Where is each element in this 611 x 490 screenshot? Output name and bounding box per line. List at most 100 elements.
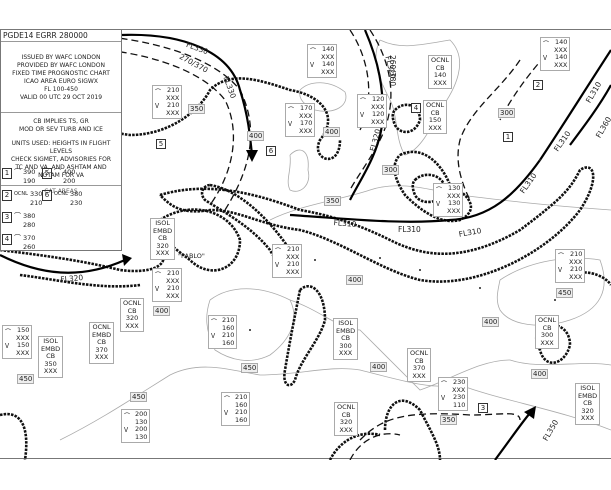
cb-line: XXX	[580, 414, 595, 422]
icing-icon: ᐯ	[124, 427, 129, 434]
turbulence-level: XXX	[321, 52, 335, 61]
cat-id: 2	[2, 190, 12, 201]
chart-id: PGDE14 EGRR 280000	[1, 30, 121, 42]
cat-bottom: 190	[23, 177, 36, 185]
cb-line: XXX	[339, 425, 353, 434]
icing-icon: ᐯ	[155, 286, 160, 293]
cat-top: 380	[69, 190, 83, 198]
cat-id: 6	[42, 190, 52, 201]
turbulence-level: 230	[452, 378, 466, 386]
turbulence-icon: ⌒	[155, 272, 162, 279]
note-line: CHECK SIGMET, ADVISORIES FOR	[10, 156, 111, 163]
icing-level: XXX	[166, 108, 180, 117]
icing-level: 140	[554, 53, 568, 61]
cat-top: 380	[23, 212, 36, 220]
coast-europe	[269, 185, 611, 221]
cat-top: 370	[23, 234, 36, 242]
note-line: TC AND VA, AND ASHTAM AND	[15, 164, 107, 171]
cb-line: XXX	[125, 321, 139, 330]
cb-line: XXX	[94, 353, 109, 361]
cat-area-marker: 2	[533, 80, 543, 90]
cb-line: CB	[341, 410, 351, 419]
turbulence-icon: ⌒	[441, 381, 448, 388]
turbulence-level: XXX	[569, 257, 583, 266]
icing-icon: ᐯ	[275, 262, 280, 269]
note-line: NOTAM FOR VA	[38, 172, 84, 179]
icing-level: XXX	[371, 117, 385, 126]
turbulence-level: XXX	[286, 252, 300, 261]
cb-line: OCNL	[426, 101, 445, 109]
icing-level: XXX	[166, 291, 180, 300]
turbulence-icon: ⌒	[436, 187, 443, 194]
cb-line: 300	[339, 341, 352, 350]
note-line: UNITS USED: HEIGHTS IN FLIGHT LEVELS	[11, 140, 111, 155]
turbulence-level: 120	[371, 95, 385, 103]
turbulence-level: 160	[222, 323, 235, 332]
icing-level: 210	[166, 101, 180, 109]
turbulence-level: 210	[286, 245, 300, 253]
cb-line: CB	[414, 356, 424, 365]
map-canvas	[0, 30, 611, 460]
position-dots	[249, 159, 556, 331]
icing-level: 210	[286, 260, 300, 268]
cb-line: EMBD	[41, 344, 61, 353]
turbulence-icon: ⌒	[14, 234, 21, 242]
cb-line: CB	[97, 338, 107, 346]
icing-level: 230	[452, 393, 466, 401]
jet-level-label: FL310	[398, 225, 421, 234]
tropopause-height: 350	[188, 104, 206, 114]
notes: CB IMPLIES TS, GR MOD OR SEV TURB AND IC…	[1, 113, 121, 186]
tropopause-height: 400	[531, 369, 549, 379]
tropopause-height: 300	[382, 165, 400, 175]
cb-line: CB	[430, 108, 440, 117]
cb-line: OCNL	[431, 56, 450, 64]
turbulence-level: 150	[16, 326, 30, 334]
cb-line: XXX	[155, 249, 170, 257]
cat-area-marker: 4	[411, 103, 421, 113]
turbulence-level: XXX	[299, 111, 313, 120]
cb-area-italy-west	[283, 284, 327, 387]
turbulence-icon: ⌒	[543, 41, 550, 48]
icing-level: XXX	[321, 67, 335, 76]
icing-level: 110	[452, 400, 466, 409]
tropopause-height: 400	[346, 275, 364, 285]
tropopause-height: 300	[498, 108, 516, 118]
turbulence-level: 140	[554, 38, 568, 46]
cat-area-marker: 5	[156, 139, 166, 149]
cb-line: OCNL	[123, 299, 142, 307]
issued-line: FIXED TIME PROGNOSTIC CHART	[12, 70, 110, 77]
turbulence-level: 210	[166, 269, 180, 277]
turbulence-icon: ⌒	[211, 319, 218, 326]
turbulence-level: 130	[135, 417, 148, 426]
cb-line: CB	[127, 306, 137, 315]
cb-line: XXX	[433, 78, 447, 87]
icing-icon: ᐯ	[360, 112, 365, 119]
issued-line: ISSUED BY WAFC LONDON	[21, 54, 101, 61]
turbulence-level: XXX	[452, 385, 466, 394]
turbulence-level: 160	[235, 400, 248, 409]
icing-level: 130	[447, 199, 461, 207]
turbulence-level: XXX	[371, 102, 385, 111]
cb-line: 320	[581, 406, 594, 415]
turbulence-icon: ⌒	[14, 168, 21, 176]
jet-stream-main	[289, 49, 611, 223]
cb-line: OCNL	[92, 323, 111, 331]
chart-frame	[0, 29, 611, 460]
icing-icon: ᐯ	[224, 410, 229, 417]
storm-name: "PABLO"	[178, 252, 205, 260]
cb-line: XXX	[43, 367, 58, 375]
